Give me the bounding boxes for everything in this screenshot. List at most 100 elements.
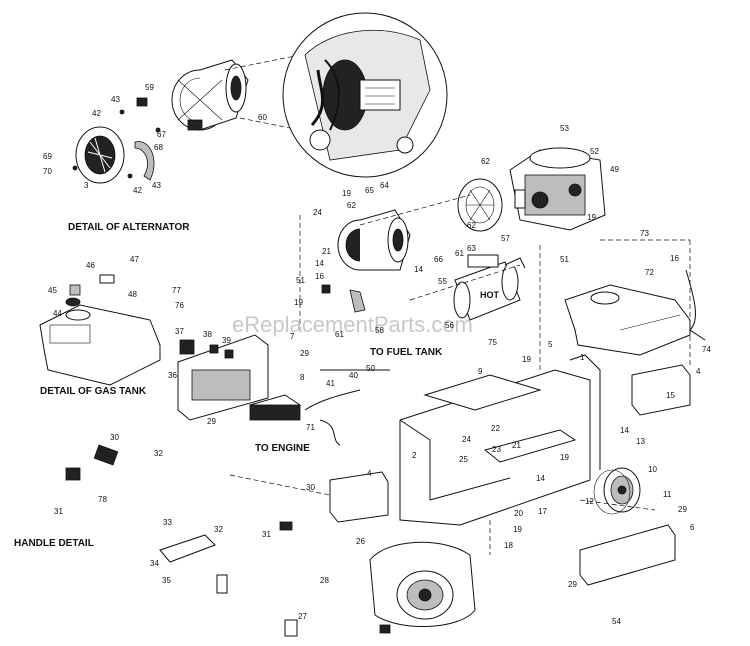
callout: 27 <box>298 612 307 621</box>
alternator-end-cover <box>75 126 125 184</box>
callout: 19 <box>587 213 596 222</box>
label-to-fuel-tank: TO FUEL TANK <box>370 347 443 358</box>
callout: 15 <box>666 391 675 400</box>
gas-tank-main <box>564 284 691 356</box>
callout: 75 <box>488 338 497 347</box>
callout: 43 <box>152 181 161 190</box>
callout: 48 <box>128 290 137 299</box>
callout: 44 <box>53 309 62 318</box>
callout: 28 <box>320 576 329 585</box>
gas-tank-detail <box>39 274 161 386</box>
callout: 42 <box>92 109 101 118</box>
callout: 62 <box>347 201 356 210</box>
engine-assembly <box>457 147 606 232</box>
callout: 76 <box>175 301 184 310</box>
label-to-engine: TO ENGINE <box>255 443 310 454</box>
callout: 3 <box>84 181 89 190</box>
callout: 29 <box>678 505 687 514</box>
callout: 56 <box>445 321 454 330</box>
callout: 19 <box>560 453 569 462</box>
callout: 19 <box>294 298 303 307</box>
callout: 23 <box>492 445 501 454</box>
generator-alternator <box>321 194 471 313</box>
callout: 50 <box>366 364 375 373</box>
callout: 66 <box>434 255 443 264</box>
callout: 62 <box>481 157 490 166</box>
frame-cradle <box>399 354 601 526</box>
callout: 4 <box>696 367 701 376</box>
alternator-detail <box>72 54 301 184</box>
label-handle-detail: HANDLE DETAIL <box>14 538 94 549</box>
callout: 11 <box>663 490 672 499</box>
callout: 4 <box>367 469 372 478</box>
callout: 64 <box>380 181 389 190</box>
callout: 29 <box>568 580 577 589</box>
callout: 43 <box>111 95 120 104</box>
callout: 39 <box>222 336 231 345</box>
callout: 73 <box>640 229 649 238</box>
engine-blower-housing <box>369 541 476 634</box>
callout: 46 <box>86 261 95 270</box>
alternator-housing <box>171 59 249 131</box>
callout: 14 <box>536 474 545 483</box>
callout: 61 <box>455 249 464 258</box>
callout: 49 <box>610 165 619 174</box>
muffler: HOT <box>453 254 526 321</box>
callout-numbers: 59 43 42 67 68 69 70 3 42 43 60 53 52 62… <box>43 83 711 626</box>
callout: 67 <box>157 130 166 139</box>
callout: 21 <box>512 441 521 450</box>
handle-main <box>159 504 319 637</box>
callout: 37 <box>175 327 184 336</box>
callout: 55 <box>438 277 447 286</box>
callout: 65 <box>365 186 374 195</box>
wiring-zoom-detail <box>282 12 448 178</box>
callout: 78 <box>98 495 107 504</box>
callout: 2 <box>412 451 417 460</box>
callout: 14 <box>620 426 629 435</box>
callout: 52 <box>590 147 599 156</box>
callout: 30 <box>306 483 315 492</box>
callout: 22 <box>491 424 500 433</box>
callout: 60 <box>258 113 267 122</box>
wheel <box>593 467 641 515</box>
callout: 16 <box>315 272 324 281</box>
callout: 25 <box>459 455 468 464</box>
callout: 71 <box>306 423 315 432</box>
callout: 34 <box>150 559 159 568</box>
callout: 59 <box>145 83 154 92</box>
callout: 57 <box>501 234 510 243</box>
callout: 32 <box>214 525 223 534</box>
callout: 16 <box>670 254 679 263</box>
callout: 68 <box>154 143 163 152</box>
callout: 24 <box>462 435 471 444</box>
callout: 40 <box>349 371 358 380</box>
brush-holder <box>136 97 148 107</box>
callout: 19 <box>522 355 531 364</box>
muffler-hot-label: HOT <box>480 290 500 300</box>
callout: 10 <box>648 465 657 474</box>
callout: 1 <box>580 353 585 362</box>
callout: 20 <box>514 509 523 518</box>
callout: 58 <box>375 326 384 335</box>
callout: 29 <box>300 349 309 358</box>
callout: 69 <box>43 152 52 161</box>
battery-and-fuel-line <box>248 369 390 446</box>
callout: 35 <box>162 576 171 585</box>
callout: 38 <box>203 330 212 339</box>
callout: 54 <box>612 617 621 626</box>
callout: 51 <box>560 255 569 264</box>
callout: 36 <box>168 371 177 380</box>
callout: 41 <box>326 379 335 388</box>
callout: 70 <box>43 167 52 176</box>
callout: 19 <box>342 189 351 198</box>
callout: 32 <box>154 449 163 458</box>
callout: 14 <box>315 259 324 268</box>
callout: 51 <box>296 276 305 285</box>
callout: 21 <box>322 247 331 256</box>
callout: 45 <box>48 286 57 295</box>
handle-detail <box>10 429 165 535</box>
callout: 42 <box>133 186 142 195</box>
callout: 47 <box>130 255 139 264</box>
